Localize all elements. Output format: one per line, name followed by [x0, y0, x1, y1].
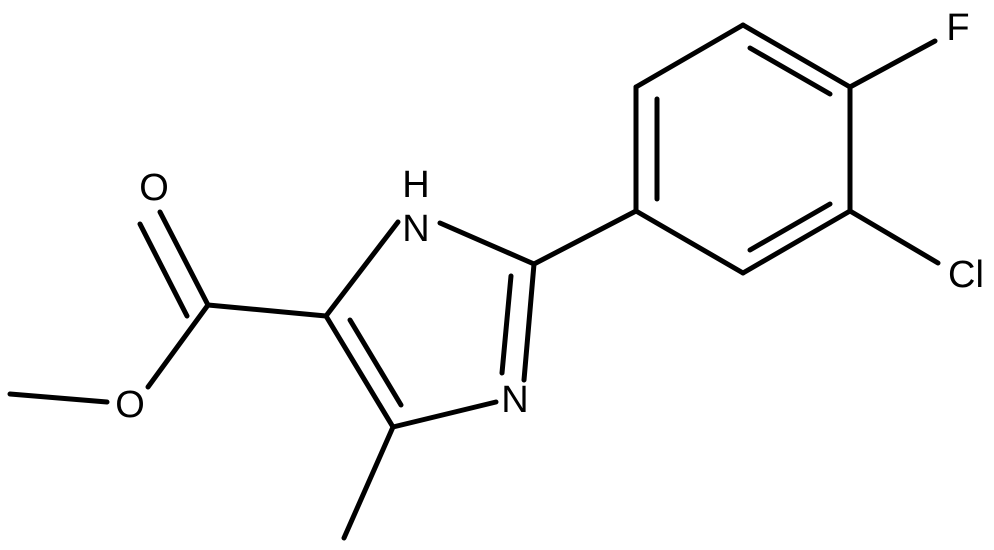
bond-n3-c2-inner	[499, 273, 514, 376]
atom-nh-hydrogen: H	[402, 164, 429, 206]
bond-ring-bottom-right-inner	[747, 201, 833, 253]
bond-carbonyl-double-inner	[137, 221, 190, 319]
atom-chlorine: Cl	[948, 254, 984, 296]
bond-ring-bottom-right	[740, 208, 853, 276]
bond-ring-right-upper-inner	[747, 45, 833, 97]
bond-carbonyl-ester-oxygen	[145, 302, 211, 390]
atom-carbonyl-oxygen: O	[139, 167, 169, 209]
benzene-ring	[633, 22, 853, 276]
bond-c-f	[847, 38, 938, 90]
bond-phenyl-imidazole	[531, 208, 639, 267]
bond-ring-top-right	[633, 22, 746, 90]
atom-nh-nitrogen: N	[402, 208, 429, 250]
bond-c5-c4	[323, 313, 396, 430]
atom-ester-oxygen: O	[115, 384, 145, 426]
bond-n1-c5	[323, 219, 401, 319]
bond-ring-bottom-left	[633, 208, 746, 276]
bond-c4-n3	[390, 399, 499, 430]
bond-carbonyl-double	[157, 209, 211, 308]
imidazole-ring	[323, 219, 537, 430]
bond-c4-methyl	[341, 424, 396, 541]
bond-ring-right-upper	[740, 22, 853, 90]
bond-n3-c2	[521, 261, 537, 383]
bond-c2-n1	[437, 220, 537, 267]
bond-c-cl	[847, 208, 941, 266]
bond-ester-oxygen-methyl	[7, 391, 110, 405]
bond-c5-carbonyl-carbon	[205, 302, 329, 319]
ester-group	[7, 209, 329, 405]
atom-ring-nitrogen: N	[501, 379, 528, 421]
atom-fluorine: F	[946, 7, 969, 49]
bond-c5-c4-inner	[347, 317, 404, 408]
